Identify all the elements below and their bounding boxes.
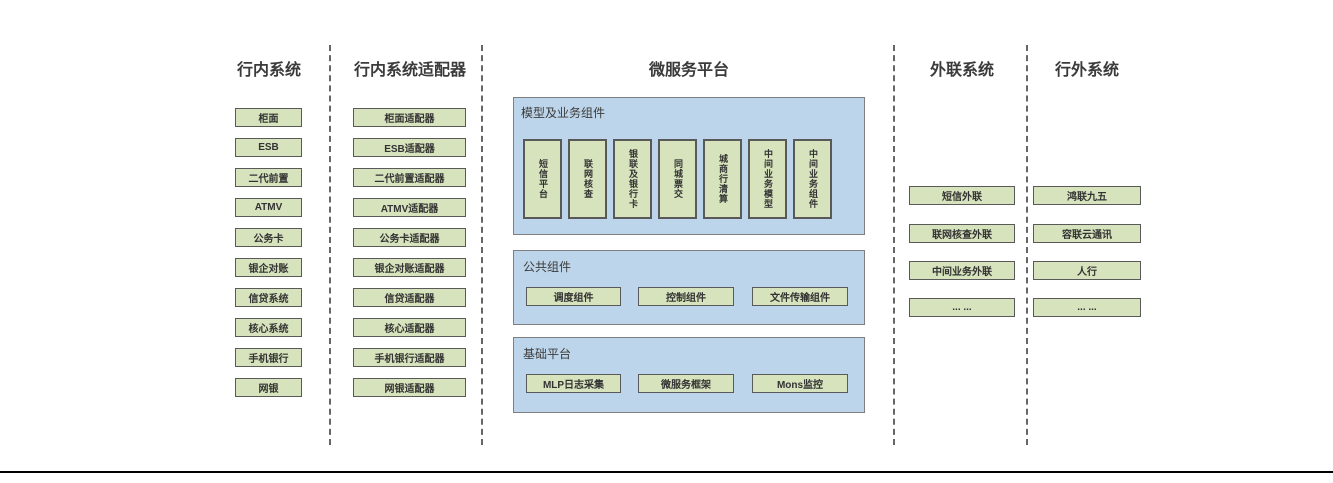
outside-system-box: 人行 <box>1033 261 1141 280</box>
adapter-box: ESB适配器 <box>353 138 466 157</box>
internal-system-box: 公务卡 <box>235 228 302 247</box>
internal-system-box: ESB <box>235 138 302 157</box>
column-divider <box>329 45 331 445</box>
column-title-external-link-systems: 外联系统 <box>929 62 994 79</box>
common-component-box: 文件传输组件 <box>752 287 848 306</box>
adapter-box: 网银适配器 <box>353 378 466 397</box>
common-component-box: 控制组件 <box>638 287 734 306</box>
column-divider <box>481 45 483 445</box>
internal-system-box: ATMV <box>235 198 302 217</box>
outside-system-box: ... ... <box>1033 298 1141 317</box>
model-component-box: 同城票交 <box>658 139 697 219</box>
adapter-box: 柜面适配器 <box>353 108 466 127</box>
internal-system-box: 手机银行 <box>235 348 302 367</box>
model-component-box: 联网核查 <box>568 139 607 219</box>
outside-system-box: 容联云通讯 <box>1033 224 1141 243</box>
common-component-box: 调度组件 <box>526 287 621 306</box>
model-component-box: 中间业务组件 <box>793 139 832 219</box>
adapter-box: 公务卡适配器 <box>353 228 466 247</box>
column-divider <box>1026 45 1028 445</box>
internal-system-box: 信贷系统 <box>235 288 302 307</box>
internal-system-box: 柜面 <box>235 108 302 127</box>
column-title-internal-systems: 行内系统 <box>236 62 301 79</box>
adapter-box: 信贷适配器 <box>353 288 466 307</box>
base-platform-label: 基础平台 <box>523 347 572 361</box>
external-link-box: 短信外联 <box>909 186 1015 205</box>
internal-system-box: 核心系统 <box>235 318 302 337</box>
model-component-box: 中间业务模型 <box>748 139 787 219</box>
adapter-box: 二代前置适配器 <box>353 168 466 187</box>
external-link-box: ... ... <box>909 298 1015 317</box>
common-components-label: 公共组件 <box>523 260 572 274</box>
adapter-box: 手机银行适配器 <box>353 348 466 367</box>
model-business-components-label: 模型及业务组件 <box>521 106 606 120</box>
model-component-box: 城商行清算 <box>703 139 742 219</box>
model-component-box: 银联及银行卡 <box>613 139 652 219</box>
model-component-box: 短信平台 <box>523 139 562 219</box>
column-title-microservice-platform: 微服务平台 <box>648 62 729 79</box>
external-link-box: 联网核查外联 <box>909 224 1015 243</box>
internal-system-box: 银企对账 <box>235 258 302 277</box>
internal-system-box: 二代前置 <box>235 168 302 187</box>
adapter-box: 核心适配器 <box>353 318 466 337</box>
column-title-internal-adapters: 行内系统适配器 <box>353 62 466 79</box>
adapter-box: ATMV适配器 <box>353 198 466 217</box>
adapter-box: 银企对账适配器 <box>353 258 466 277</box>
page-bottom-rule <box>0 471 1333 473</box>
outside-system-box: 鸿联九五 <box>1033 186 1141 205</box>
platform-component-box: MLP日志采集 <box>526 374 621 393</box>
column-divider <box>893 45 895 445</box>
platform-component-box: 微服务框架 <box>638 374 734 393</box>
platform-component-box: Mons监控 <box>752 374 848 393</box>
internal-system-box: 网银 <box>235 378 302 397</box>
column-title-outside-systems: 行外系统 <box>1054 62 1119 79</box>
external-link-box: 中间业务外联 <box>909 261 1015 280</box>
